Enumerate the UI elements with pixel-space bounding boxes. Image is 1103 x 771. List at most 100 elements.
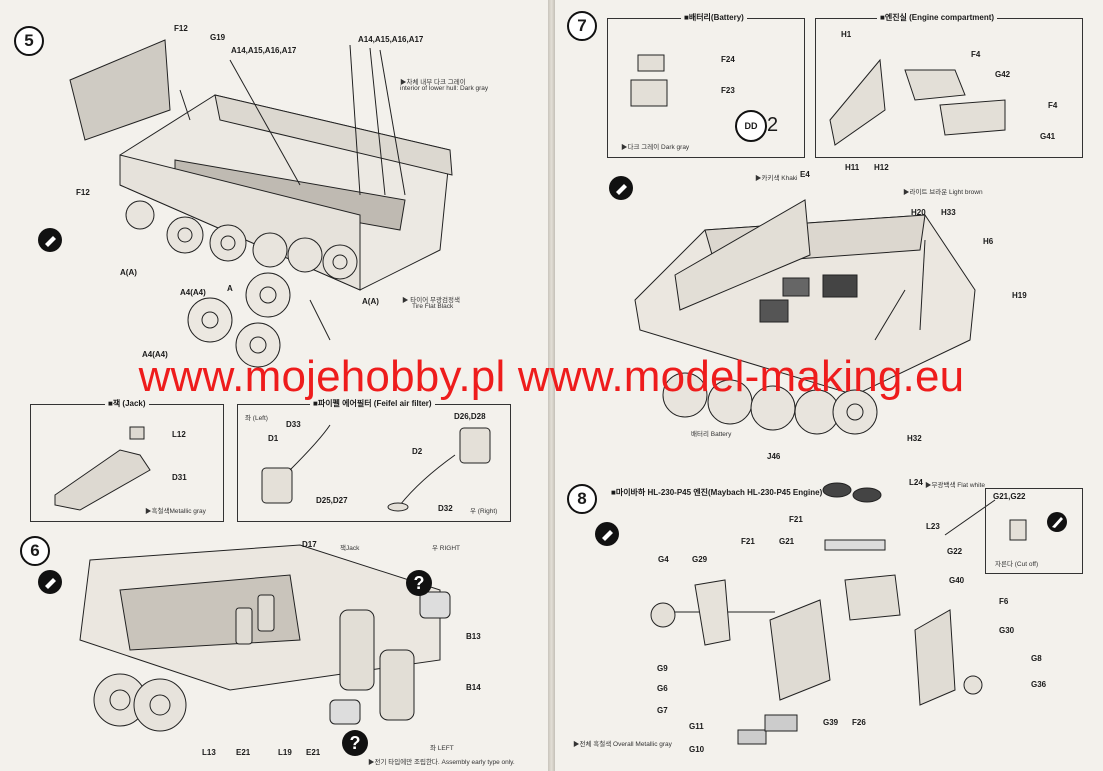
label-f12-top: F12	[174, 24, 188, 33]
watermark-text: www.mojehobby.pl www.model-making.eu	[138, 352, 965, 401]
label-d17: D17	[302, 540, 317, 549]
label-f21b: F21	[741, 537, 755, 546]
right-page: 7 ■배터리(Battery) F24 F23 ▶다크 그레이 Dark gra…	[555, 0, 1103, 771]
engine-title: ■엔진실 (Engine compartment)	[877, 12, 998, 23]
label-left-6: 좌 LEFT	[430, 745, 454, 752]
label-l24: L24	[909, 478, 923, 487]
label-g30: G30	[999, 626, 1015, 635]
label-g36: G36	[1031, 680, 1047, 689]
filter-left: 좌 (Left)	[245, 415, 268, 422]
label-d25: D25,D27	[316, 496, 348, 505]
label-h32: H32	[907, 434, 922, 443]
label-g11: G11	[689, 722, 704, 731]
label-a4-lower: A4(A4)	[142, 350, 168, 359]
label-g42: G42	[995, 70, 1011, 79]
label-d26: D26,D28	[454, 412, 486, 421]
label-g8: G8	[1031, 654, 1042, 663]
label-d31: D31	[172, 473, 187, 482]
step-number-7: 7	[567, 11, 597, 41]
label-a-paren-left: A(A)	[120, 268, 137, 277]
note-khaki: ▶카키색 Khaki	[755, 175, 798, 182]
note-interior-en: interior of lower hull: Dark gray	[400, 85, 489, 92]
battery-frame	[607, 18, 805, 158]
label-l13: L13	[202, 748, 216, 757]
decal-number: 2	[767, 114, 779, 136]
label-g29: G29	[692, 555, 708, 564]
label-j46: J46	[767, 452, 781, 461]
label-d2: D2	[412, 447, 423, 456]
label-g21g22: G21,G22	[993, 492, 1026, 501]
label-f12-left: F12	[76, 188, 90, 197]
label-a14-left: A14,A15,A16,A17	[231, 46, 297, 55]
label-e21b: E21	[306, 748, 321, 757]
left-page-drawings	[54, 39, 491, 732]
label-h1: H1	[841, 30, 852, 39]
label-jack-6: 잭Jack	[340, 545, 360, 552]
note-tire: ▶ 타이어 무광검정색	[402, 297, 460, 304]
label-d1: D1	[268, 434, 279, 443]
label-b13: B13	[466, 632, 481, 641]
note-flatwhite: ▶무광백색 Flat white	[925, 482, 986, 489]
left-page: 5 F12 G19 A14,A15,A16,A17 A14,A15,A16,A1…	[0, 0, 548, 771]
label-a-paren-right: A(A)	[362, 297, 379, 306]
label-g40: G40	[949, 576, 965, 585]
label-f6: F6	[999, 597, 1009, 606]
note-cutoff: 자른다 (Cut off)	[995, 561, 1039, 568]
glue-icon-6	[38, 570, 62, 594]
label-g21: G21	[779, 537, 795, 546]
decal-icon: DD	[735, 110, 767, 142]
label-e21a: E21	[236, 748, 251, 757]
label-d32: D32	[438, 504, 453, 513]
label-d33: D33	[286, 420, 301, 429]
engine-step-title: ■마이바하 HL-230-P45 엔진(Maybach HL-230-P45 E…	[611, 488, 823, 497]
battery-note: ▶다크 그레이 Dark gray	[621, 144, 690, 151]
label-f26: F26	[852, 718, 866, 727]
question-mark-icon-2: ?	[342, 730, 368, 756]
jack-color-note: ▶흑철색Metallic gray	[145, 508, 206, 515]
glue-icon	[38, 228, 62, 252]
step-number-5: 5	[14, 26, 44, 56]
label-h6: H6	[983, 237, 994, 246]
glue-icon-8	[595, 522, 619, 546]
step-number-8: 8	[567, 484, 597, 514]
jack-title: ■잭 (Jack)	[105, 398, 149, 409]
label-e4: E4	[800, 170, 810, 179]
label-g6: G6	[657, 684, 668, 693]
label-right-6: 우 RIGHT	[432, 545, 461, 552]
filter-right: 우 (Right)	[470, 508, 498, 515]
label-l19: L19	[278, 748, 292, 757]
label-h20: H20	[911, 208, 926, 217]
label-g41: G41	[1040, 132, 1056, 141]
label-h19: H19	[1012, 291, 1027, 300]
label-f23: F23	[721, 86, 735, 95]
label-a14-right: A14,A15,A16,A17	[358, 35, 424, 44]
label-battery: 배터리 Battery	[691, 431, 732, 438]
label-h33: H33	[941, 208, 956, 217]
label-g4: G4	[658, 555, 669, 564]
step-number-6: 6	[20, 536, 50, 566]
right-page-drawings	[630, 54, 1027, 745]
label-f21a: F21	[789, 515, 803, 524]
note-overall: ▶전체 흑철색 Overall Metallic gray	[573, 741, 672, 748]
cutoff-frame	[985, 488, 1083, 574]
label-g19: G19	[210, 33, 226, 42]
glue-icon-7	[609, 176, 633, 200]
label-f4a: F4	[971, 50, 981, 59]
label-h12: H12	[874, 163, 889, 172]
label-g39: G39	[823, 718, 839, 727]
note-interior: ▶차체 내부 다크 그레이	[400, 79, 466, 86]
note-lightbrown: ▶라이트 브라운 Light brown	[903, 189, 983, 196]
battery-title: ■배터리(Battery)	[681, 12, 747, 23]
label-l12: L12	[172, 430, 186, 439]
knife-icon	[1047, 512, 1067, 532]
label-g22: G22	[947, 547, 963, 556]
book-spine	[548, 0, 555, 771]
label-g10: G10	[689, 745, 705, 754]
label-f24: F24	[721, 55, 735, 64]
label-g9: G9	[657, 664, 668, 673]
label-f4b: F4	[1048, 101, 1058, 110]
label-h11: H11	[845, 163, 860, 172]
note-tire-en: Tire Flat Black	[412, 303, 454, 310]
filter-title: ■파이펠 에어필터 (Feifel air filter)	[310, 398, 435, 409]
label-g7: G7	[657, 706, 668, 715]
